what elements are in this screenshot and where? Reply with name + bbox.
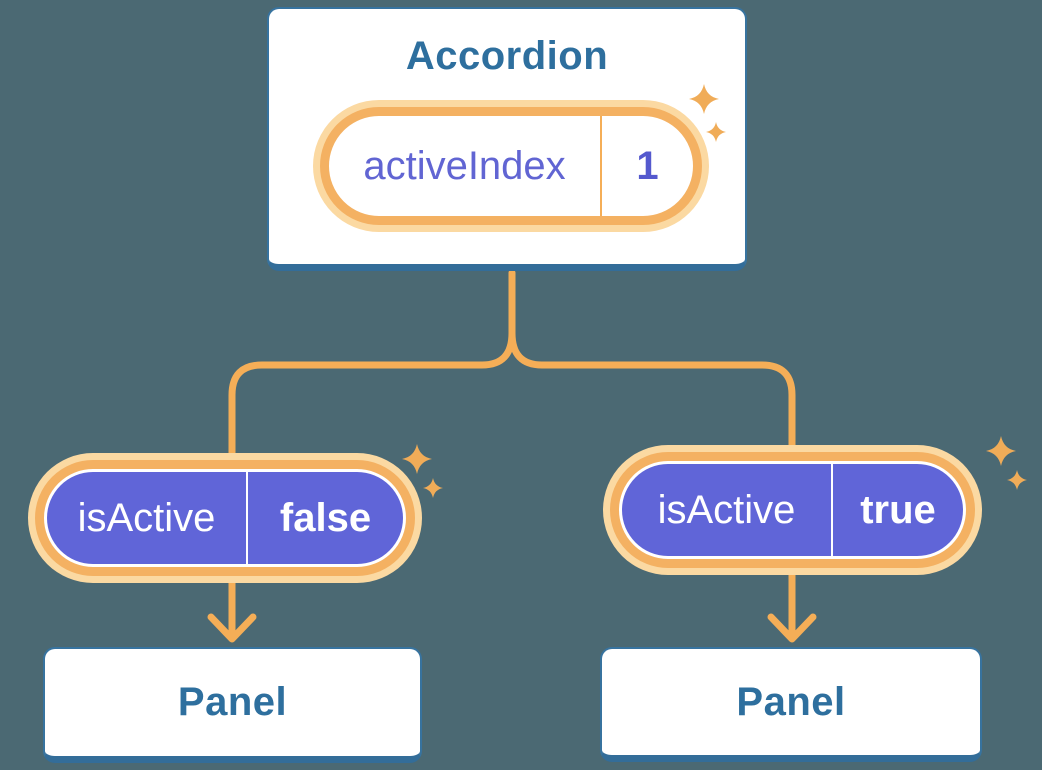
prop-pill-value: true	[860, 487, 936, 532]
sparkle-icon	[402, 444, 443, 498]
active-index-state-pill: activeIndex 1	[313, 100, 709, 232]
tree-branch-right	[508, 269, 796, 642]
is-active-pill-right: isActive true	[603, 445, 982, 575]
prop-pill-ring: isActive true	[610, 452, 975, 568]
state-pill-divider	[600, 116, 602, 216]
panel-title: Panel	[736, 679, 846, 724]
prop-pill-divider	[246, 472, 248, 564]
prop-pill-capsule: isActive true	[622, 464, 963, 556]
is-active-pill-left: isActive false	[28, 453, 422, 583]
prop-pill-ring: isActive false	[35, 460, 415, 576]
arrowhead-right-icon	[767, 613, 817, 643]
prop-pill-value: false	[279, 495, 372, 540]
prop-pill-label: isActive	[657, 487, 796, 532]
panel-title: Panel	[177, 680, 288, 724]
sparkle-icon	[689, 84, 726, 142]
state-pill-value: 1	[636, 143, 659, 188]
accordion-title: Accordion	[405, 34, 609, 78]
prop-pill-label: isActive	[77, 495, 216, 540]
sparkle-icon	[986, 436, 1027, 490]
prop-pill-divider	[831, 464, 833, 556]
panel-component-box-left: Panel	[43, 647, 422, 763]
prop-pill-capsule: isActive false	[47, 472, 403, 564]
arrowhead-left-icon	[207, 613, 257, 643]
state-pill-ring: activeIndex 1	[320, 107, 702, 225]
state-pill-label: activeIndex	[363, 143, 566, 188]
panel-component-box-right: Panel	[600, 647, 982, 762]
